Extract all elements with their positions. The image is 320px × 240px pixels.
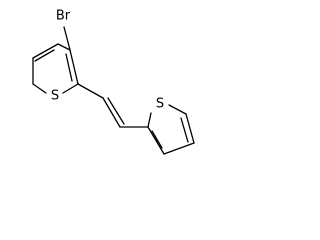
vinylene-bridge bbox=[77, 83, 149, 128]
bond-c4-c3-inner bbox=[65, 53, 73, 82]
molecule-diagram: Br S S bbox=[32, 8, 195, 155]
bond-c5r-c4r bbox=[185, 113, 195, 144]
bond-c3-br bbox=[63, 26, 71, 51]
bond-c3r-c2r-inner bbox=[151, 130, 163, 149]
structure-drawing: Br S S bbox=[32, 9, 195, 155]
bond-c4-c3 bbox=[69, 49, 79, 85]
bond-ring-to-vinyl bbox=[77, 83, 104, 99]
atom-bromine: Br bbox=[56, 9, 71, 24]
bond-c3-top bbox=[57, 43, 71, 51]
bond-vinyl-double-inner bbox=[107, 97, 125, 125]
bond-c3-c2-inner bbox=[34, 49, 55, 62]
bond-c3r-c2r bbox=[147, 126, 165, 155]
bond-s-right-c5r bbox=[168, 104, 187, 115]
bond-c4r-c3r bbox=[163, 142, 195, 155]
bond-c2r-s-right bbox=[147, 112, 152, 128]
left-thiophene-ring bbox=[32, 26, 79, 94]
bond-s-left-c4 bbox=[62, 83, 79, 94]
atom-sulfur-right: S bbox=[156, 97, 164, 112]
bond-c1-s-left bbox=[32, 83, 47, 94]
bond-c3-c2 bbox=[32, 43, 59, 59]
atom-sulfur-left: S bbox=[51, 89, 59, 104]
bond-vinyl-double bbox=[102, 97, 121, 128]
bond-c5r-c4r-inner bbox=[180, 117, 189, 143]
right-thiophene-ring bbox=[147, 104, 195, 155]
